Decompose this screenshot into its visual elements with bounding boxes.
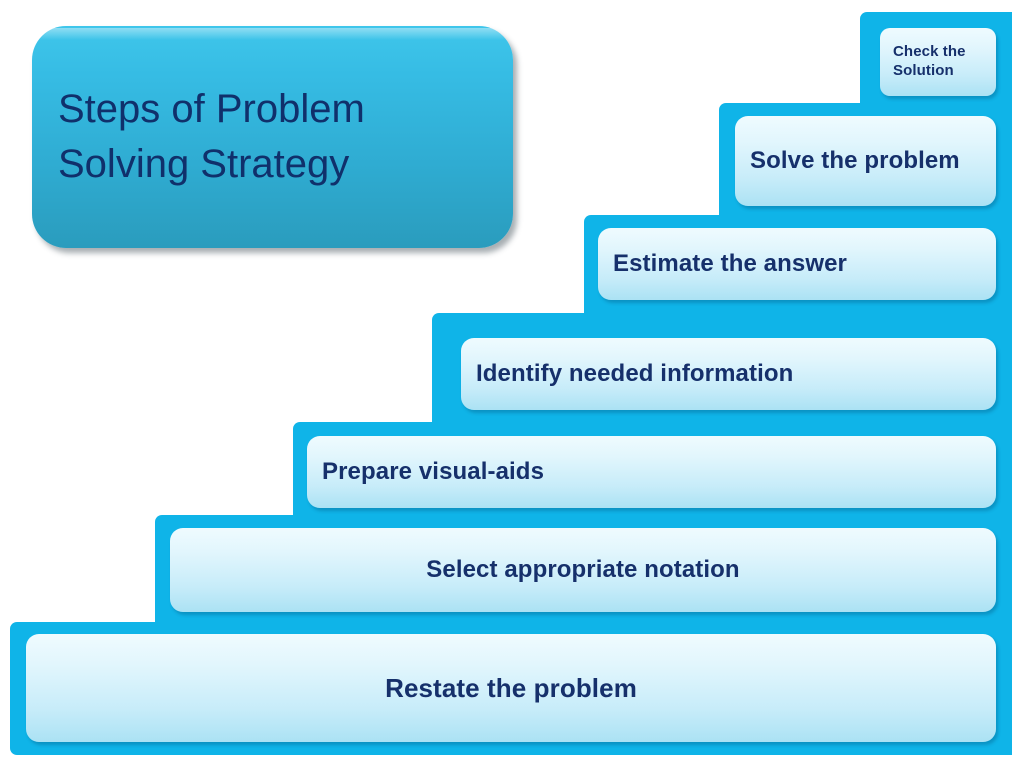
step-label: Identify needed information (476, 360, 794, 388)
step-plate-identify-needed-information[interactable]: Identify needed information (461, 338, 996, 410)
step-plate-restate-the-problem[interactable]: Restate the problem (26, 634, 996, 742)
page-title: Steps of Problem Solving Strategy (58, 86, 365, 186)
title-card: Steps of Problem Solving Strategy (32, 26, 513, 248)
step-label: Prepare visual-aids (322, 458, 545, 486)
step-plate-check-the-solution[interactable]: Check the Solution (880, 28, 996, 96)
step-label: Restate the problem (385, 672, 637, 703)
step-plate-select-appropriate-notation[interactable]: Select appropriate notation (170, 528, 996, 612)
step-label: Check the Solution (893, 43, 966, 79)
step-label: Solve the problem (750, 147, 960, 175)
step-label: Estimate the answer (613, 250, 847, 278)
step-plate-estimate-the-answer[interactable]: Estimate the answer (598, 228, 996, 300)
step-plate-solve-the-problem[interactable]: Solve the problem (735, 116, 996, 206)
step-plate-prepare-visual-aids[interactable]: Prepare visual-aids (307, 436, 996, 508)
step-label: Select appropriate notation (426, 556, 740, 584)
